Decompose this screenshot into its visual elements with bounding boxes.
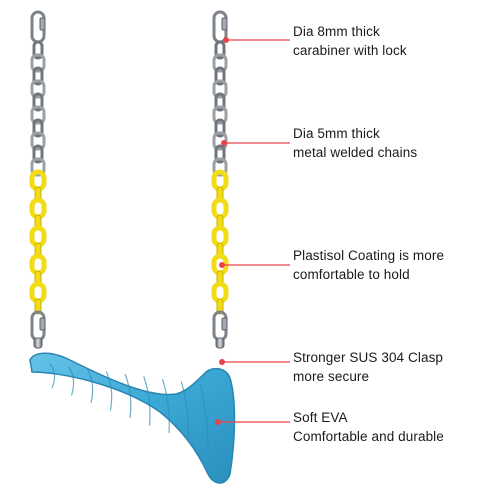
right-metal-links <box>212 40 228 177</box>
right-coated-links <box>211 169 229 315</box>
callout-carabiner: Dia 8mm thick carabiner with lock <box>293 22 493 60</box>
callout-carabiner-line1: Dia 8mm thick <box>293 24 380 39</box>
callout-eva-line1: Soft EVA <box>293 410 348 425</box>
callout-eva: Soft EVA Comfortable and durable <box>293 408 493 446</box>
callout-chains: Dia 5mm thick metal welded chains <box>293 124 493 162</box>
leader-dot <box>219 262 225 268</box>
leader-dot <box>223 37 229 43</box>
leader-dot <box>221 140 227 146</box>
swing-seat <box>29 352 236 484</box>
callout-carabiner-line2: carabiner with lock <box>293 43 407 58</box>
right-chain <box>211 10 229 349</box>
callout-chains-line2: metal welded chains <box>293 145 418 160</box>
leader-lines <box>215 37 290 425</box>
left-clasp <box>30 310 46 349</box>
callout-clasp-line2: more secure <box>293 369 370 384</box>
callout-coating-line2: comfortable to hold <box>293 267 410 282</box>
left-carabiner <box>30 10 46 44</box>
left-chain <box>29 10 47 349</box>
callout-eva-line2: Comfortable and durable <box>293 429 444 444</box>
leader-dot <box>215 419 221 425</box>
callout-chains-line1: Dia 5mm thick <box>293 126 380 141</box>
leader-dot <box>219 359 225 365</box>
callout-coating-line1: Plastisol Coating is more <box>293 248 445 263</box>
left-coated-links <box>29 169 47 315</box>
right-clasp <box>212 310 228 349</box>
callout-clasp-line1: Stronger SUS 304 Clasp <box>293 350 444 365</box>
callout-clasp: Stronger SUS 304 Clasp more secure <box>293 348 493 386</box>
left-metal-links <box>30 40 46 177</box>
callout-coating: Plastisol Coating is more comfortable to… <box>293 246 493 284</box>
